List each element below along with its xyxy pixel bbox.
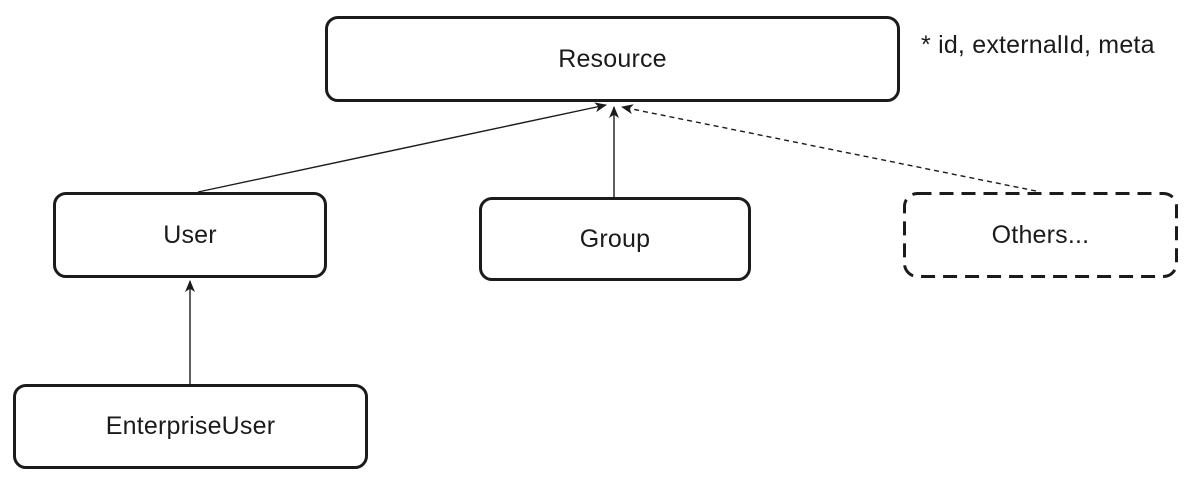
node-group: Group bbox=[479, 197, 751, 281]
node-user-label: User bbox=[163, 220, 217, 249]
node-group-label: Group bbox=[579, 224, 651, 253]
node-others-label: Others... bbox=[991, 220, 1090, 249]
common-attributes-annotation: * id, externalId, meta bbox=[921, 31, 1155, 59]
edge-user-to-resource bbox=[197, 102, 607, 193]
node-resource-label: Resource bbox=[558, 44, 667, 73]
node-enterprise-user-label: EnterpriseUser bbox=[105, 412, 276, 440]
node-enterprise-user: EnterpriseUser bbox=[13, 384, 368, 469]
node-others: Others... bbox=[903, 192, 1178, 278]
node-resource: Resource bbox=[325, 16, 900, 102]
others-node-dashed-border bbox=[903, 192, 1178, 278]
node-user: User bbox=[53, 192, 327, 278]
edge-others-to-resource bbox=[621, 104, 1037, 192]
